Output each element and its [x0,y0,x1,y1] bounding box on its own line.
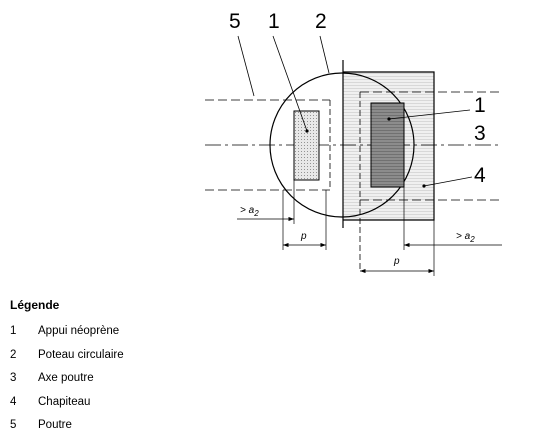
callout-1-top: 1 [268,10,280,33]
legend-item-number: 2 [10,348,17,361]
leader-1-top [272,35,308,132]
leader-1-right [388,109,471,120]
legend-item: 1 Appui néoprène [10,323,410,347]
leader-4 [423,176,473,187]
legend-item-label: Chapiteau [38,395,91,408]
callout-4: 4 [474,164,486,187]
callout-5: 5 [229,10,241,33]
legend-item-number: 4 [10,395,17,408]
legend-item-label: Poteau circulaire [38,348,124,361]
legend-item-label: Appui néoprène [38,325,120,337]
legend-item-label: Poutre [38,419,72,431]
dim-p-right-label: p [393,256,400,267]
legend-item-number: 1 [10,325,17,337]
callout-3: 3 [474,122,486,145]
legend: Légende 1 Appui néoprène 2 Poteau circul… [10,297,410,441]
neoprene-bearing-right [370,102,405,188]
dim-a2-right-label: > a2 [456,231,475,244]
legend-item: 3 Axe poutre [10,370,410,394]
chapiteau-outline [343,71,435,221]
legend-item-label: Axe poutre [38,372,94,384]
legend-title: Légende [10,298,60,312]
callout-2: 2 [315,10,327,33]
dim-a2-left-label: > a2 [240,205,259,218]
legend-item-number: 3 [10,372,17,384]
callout-1-right: 1 [474,94,486,117]
legend-item: 2 Poteau circulaire [10,347,410,371]
leader-5 [237,35,255,97]
neoprene-bearing-left [293,110,320,181]
dim-p-left-label: p [300,231,307,242]
legend-item: 5 Poutre [10,417,410,441]
leader-2 [319,35,330,74]
technical-drawing: 5 1 2 1 3 4 > a2 p > a2 p [205,10,502,276]
legend-item-number: 5 [10,419,17,431]
legend-item: 4 Chapiteau [10,394,410,418]
